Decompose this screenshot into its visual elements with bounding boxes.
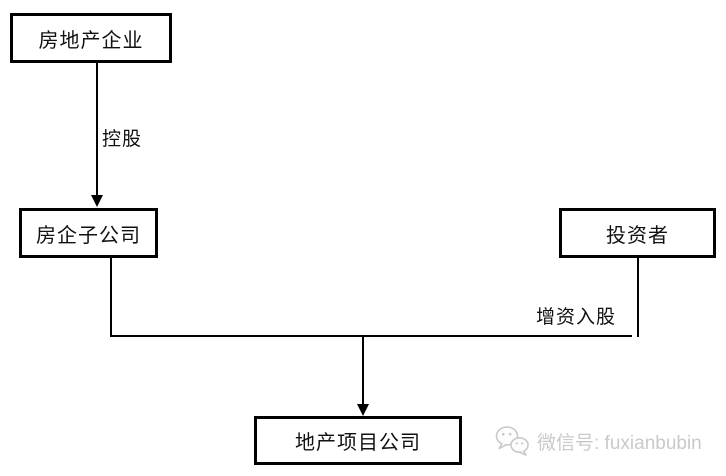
node-project-company: 地产项目公司 (254, 416, 462, 465)
project-arrowhead-down-icon (357, 404, 369, 416)
node-subsidiary-company: 房企子公司 (19, 208, 158, 258)
node-project-company-label: 地产项目公司 (295, 432, 421, 454)
watermark-text: 微信号: fuxianbubin (537, 432, 702, 454)
subsidiary-connector-line (110, 258, 112, 337)
merge-connector-line (110, 335, 632, 337)
node-subsidiary-company-label: 房企子公司 (36, 224, 141, 247)
wechat-icon (495, 426, 529, 456)
node-investor-label: 投资者 (606, 224, 669, 247)
holding-edge-line (96, 63, 98, 196)
capital-increase-edge-label: 增资入股 (536, 307, 617, 328)
project-edge-line (362, 337, 364, 405)
node-real-estate-enterprise: 房地产企业 (10, 13, 172, 63)
holding-edge-label: 控股 (102, 129, 143, 150)
investor-connector-line (637, 258, 639, 337)
node-real-estate-enterprise-label: 房地产企业 (38, 29, 144, 52)
holding-arrowhead-down-icon (91, 195, 103, 207)
watermark: 微信号: fuxianbubin (494, 424, 702, 458)
node-investor: 投资者 (559, 208, 716, 258)
